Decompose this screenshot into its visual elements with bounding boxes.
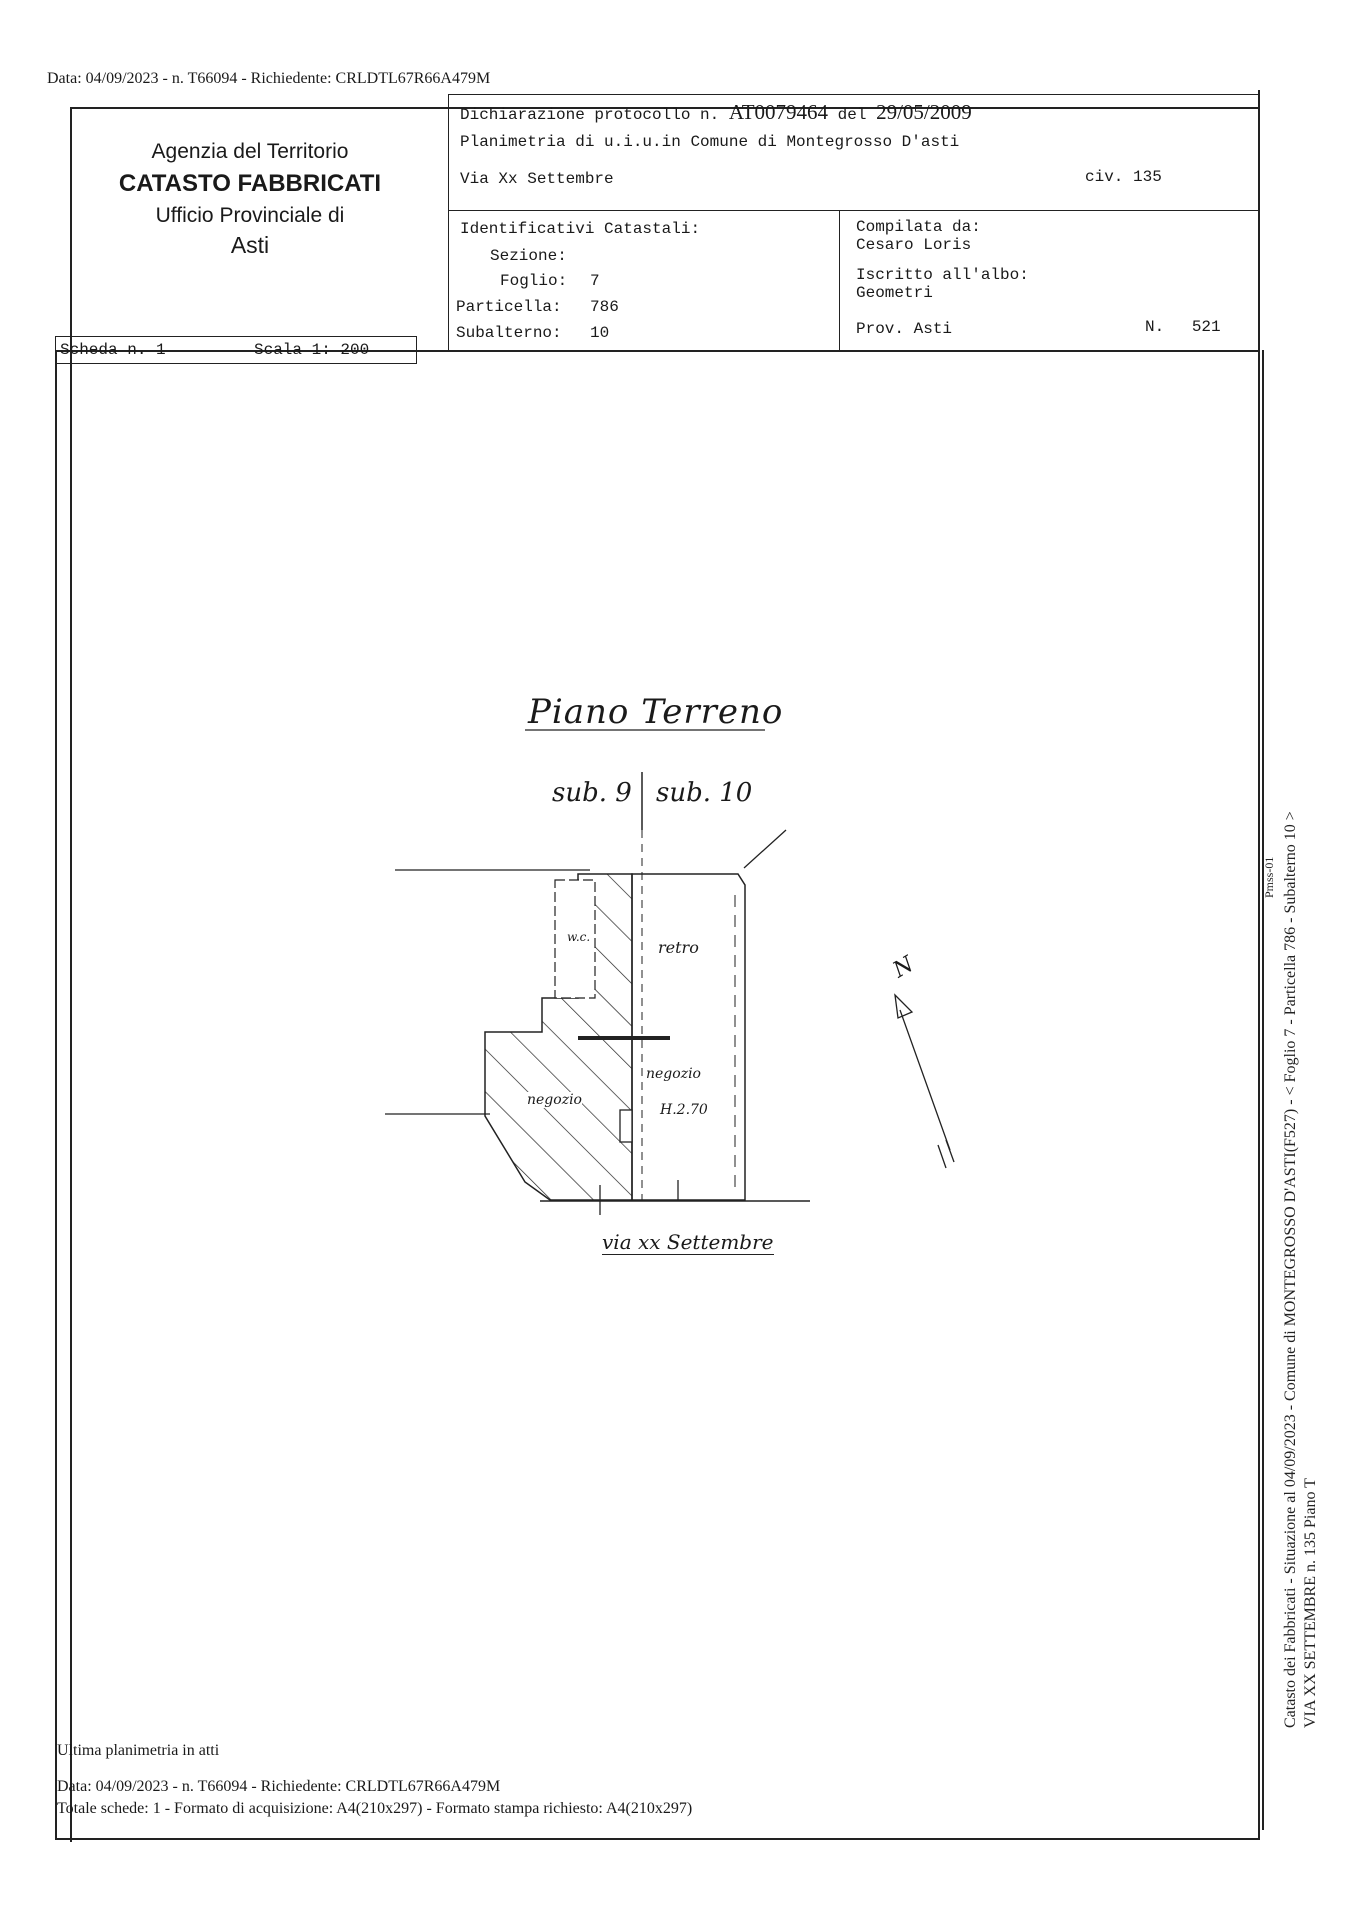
frame-right-inner	[1262, 350, 1264, 1830]
compiler-label: Compilata da:	[856, 218, 981, 236]
sub9-label: sub. 9	[552, 778, 632, 808]
top-metadata: Data: 04/09/2023 - n. T66094 - Richieden…	[47, 70, 491, 87]
sub10-outline	[631, 873, 746, 1201]
declaration-date: 29/05/2009	[876, 100, 972, 124]
side-stamp: Pmss-01	[1262, 856, 1276, 898]
agency-name: Agenzia del Territorio	[151, 140, 349, 163]
inner-frame-top	[55, 350, 1260, 352]
albo-value: Geometri	[856, 284, 933, 302]
retro-label: retro	[658, 938, 699, 957]
office-city: Asti	[230, 232, 270, 258]
agency-block: Agenzia del Territorio CATASTO FABBRICAT…	[80, 140, 420, 259]
office-name: Ufficio Provinciale di	[155, 204, 345, 227]
wc-room	[554, 879, 596, 999]
planimetry-line: Planimetria di u.i.u.in Comune di Monteg…	[460, 133, 960, 151]
drawing-title: Piano Terreno	[528, 692, 784, 732]
subalterno-label: Subalterno:	[456, 324, 562, 342]
inner-frame-left	[55, 350, 57, 1840]
pillar	[619, 1109, 633, 1143]
registration-label: N.	[1145, 318, 1165, 336]
street-label: via xx Settembre	[602, 1230, 774, 1255]
civic-label: civ.	[1085, 168, 1124, 186]
registration-value: 521	[1191, 318, 1221, 336]
frame-top-line	[70, 107, 1260, 109]
wc-label: w.c.	[567, 930, 591, 944]
frame-right-line	[1258, 90, 1260, 1840]
sezione-label: Sezione:	[490, 247, 567, 265]
del-label: del	[837, 106, 867, 124]
particella-label: Particella:	[456, 298, 562, 316]
registration-number: N. 521	[1145, 318, 1221, 336]
catasto-title: CATASTO FABBRICATI	[118, 170, 382, 197]
compiler-box	[839, 210, 1260, 352]
declaration-line: Dichiarazione protocollo n. AT0079464 de…	[460, 100, 972, 125]
declaration-label: Dichiarazione protocollo n.	[460, 106, 720, 124]
civic-number: 135	[1133, 168, 1162, 186]
protocol-number: AT0079464	[728, 100, 829, 124]
province-label: Prov.	[856, 320, 905, 338]
side-address-text: VIA XX SETTEMBRE n. 135 Piano T	[1302, 1478, 1319, 1728]
subalterno-value: 10	[590, 324, 610, 342]
footer-totals: Totale schede: 1 - Formato di acquisizio…	[57, 1800, 693, 1817]
negozio-left-label: negozio	[527, 1092, 582, 1108]
frame-left-line	[70, 107, 72, 1842]
province: Prov. Asti	[856, 320, 952, 338]
corner-diagonal	[743, 829, 787, 869]
identifiers-title: Identificativi Catastali:	[460, 220, 701, 238]
sheet-box	[55, 336, 417, 364]
footer-data: Data: 04/09/2023 - n. T66094 - Richieden…	[57, 1778, 501, 1795]
footer-last-plan: Ultima planimetria in atti	[57, 1742, 220, 1759]
sheet-scale: Scala 1: 200	[254, 341, 370, 359]
negozio-right-label: negozio	[646, 1066, 701, 1082]
floor-plan-drawing	[385, 729, 810, 1215]
sub10-label: sub. 10	[656, 778, 753, 808]
foglio-label: Foglio:	[500, 272, 568, 290]
albo-label: Iscritto all'albo:	[856, 266, 1029, 284]
particella-value: 786	[590, 298, 619, 316]
sheet-number: Scheda n. 1	[60, 341, 166, 359]
height-label: H.2.70	[660, 1102, 708, 1118]
address-civic: civ. 135	[1085, 168, 1162, 186]
compiler-name: Cesaro Loris	[856, 236, 972, 254]
north-arrow-icon	[894, 993, 955, 1169]
side-situation-text: Catasto dei Fabbricati - Situazione al 0…	[1282, 811, 1299, 1728]
province-value: Asti	[913, 320, 953, 338]
address-street: Via Xx Settembre	[460, 170, 614, 188]
frame-bottom-line	[55, 1838, 1260, 1840]
foglio-value: 7	[590, 272, 600, 290]
